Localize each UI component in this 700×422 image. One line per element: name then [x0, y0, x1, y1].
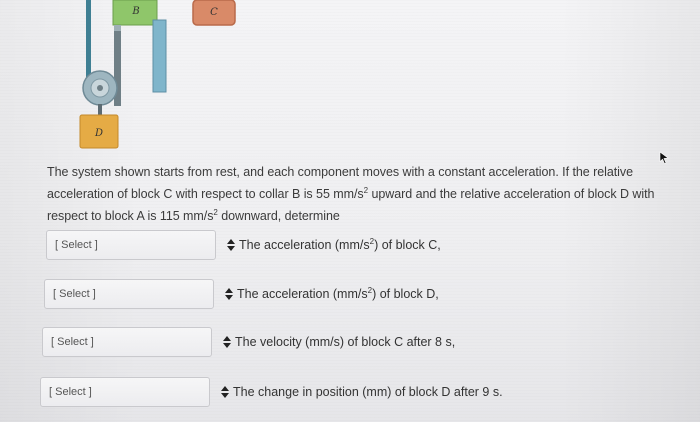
select-value: [ Select ] — [55, 239, 98, 251]
answer-select-1[interactable]: [ Select ] — [46, 230, 216, 260]
block-d — [79, 114, 119, 149]
question-sup-2: 2 — [213, 208, 218, 217]
question-prefix: The system shown starts from rest, and e… — [47, 165, 633, 201]
cursor-icon — [659, 151, 669, 164]
select-value: [ Select ] — [51, 336, 94, 348]
up-down-arrows-icon[interactable] — [226, 237, 236, 253]
answer-label-4: The change in position (mm) of block D a… — [233, 385, 503, 399]
block-c-label: C — [210, 7, 218, 18]
block-d-label: D — [94, 128, 103, 139]
answer-label-1: The acceleration (mm/s2) of block C, — [239, 237, 441, 253]
select-value: [ Select ] — [49, 386, 92, 398]
question-middle: upward and the relative acceleration of … — [47, 187, 655, 223]
left-cable — [86, 0, 91, 86]
answer-select-2[interactable]: [ Select ] — [44, 279, 214, 309]
block-c — [192, 0, 236, 26]
question-sup-1: 2 — [363, 186, 369, 195]
collar-b — [112, 0, 158, 26]
problem-statement: The system shown starts from rest, and e… — [47, 161, 687, 227]
answer-row-4: [ Select ] The change in position (mm) o… — [40, 377, 503, 407]
up-down-arrows-icon[interactable] — [220, 384, 230, 400]
collar-rod — [114, 0, 121, 106]
select-value: [ Select ] — [53, 288, 96, 300]
answer-label-3: The velocity (mm/s) of block C after 8 s… — [235, 335, 456, 349]
collar-b-label: B — [131, 6, 139, 17]
answer-row-1: [ Select ] The acceleration (mm/s2) of b… — [46, 230, 441, 260]
answer-select-3[interactable]: [ Select ] — [42, 327, 212, 357]
mechanism-figure: B C D — [79, 0, 236, 149]
up-down-arrows-icon[interactable] — [224, 286, 234, 302]
answer-row-2: [ Select ] The acceleration (mm/s2) of b… — [44, 279, 439, 309]
question-suffix: downward, determine — [217, 209, 340, 223]
answer-select-4[interactable]: [ Select ] — [40, 377, 210, 407]
up-down-arrows-icon[interactable] — [222, 334, 232, 350]
answer-label-2: The acceleration (mm/s2) of block D, — [237, 286, 439, 302]
answer-row-3: [ Select ] The velocity (mm/s) of block … — [42, 327, 455, 357]
block-a-rod — [152, 19, 167, 93]
